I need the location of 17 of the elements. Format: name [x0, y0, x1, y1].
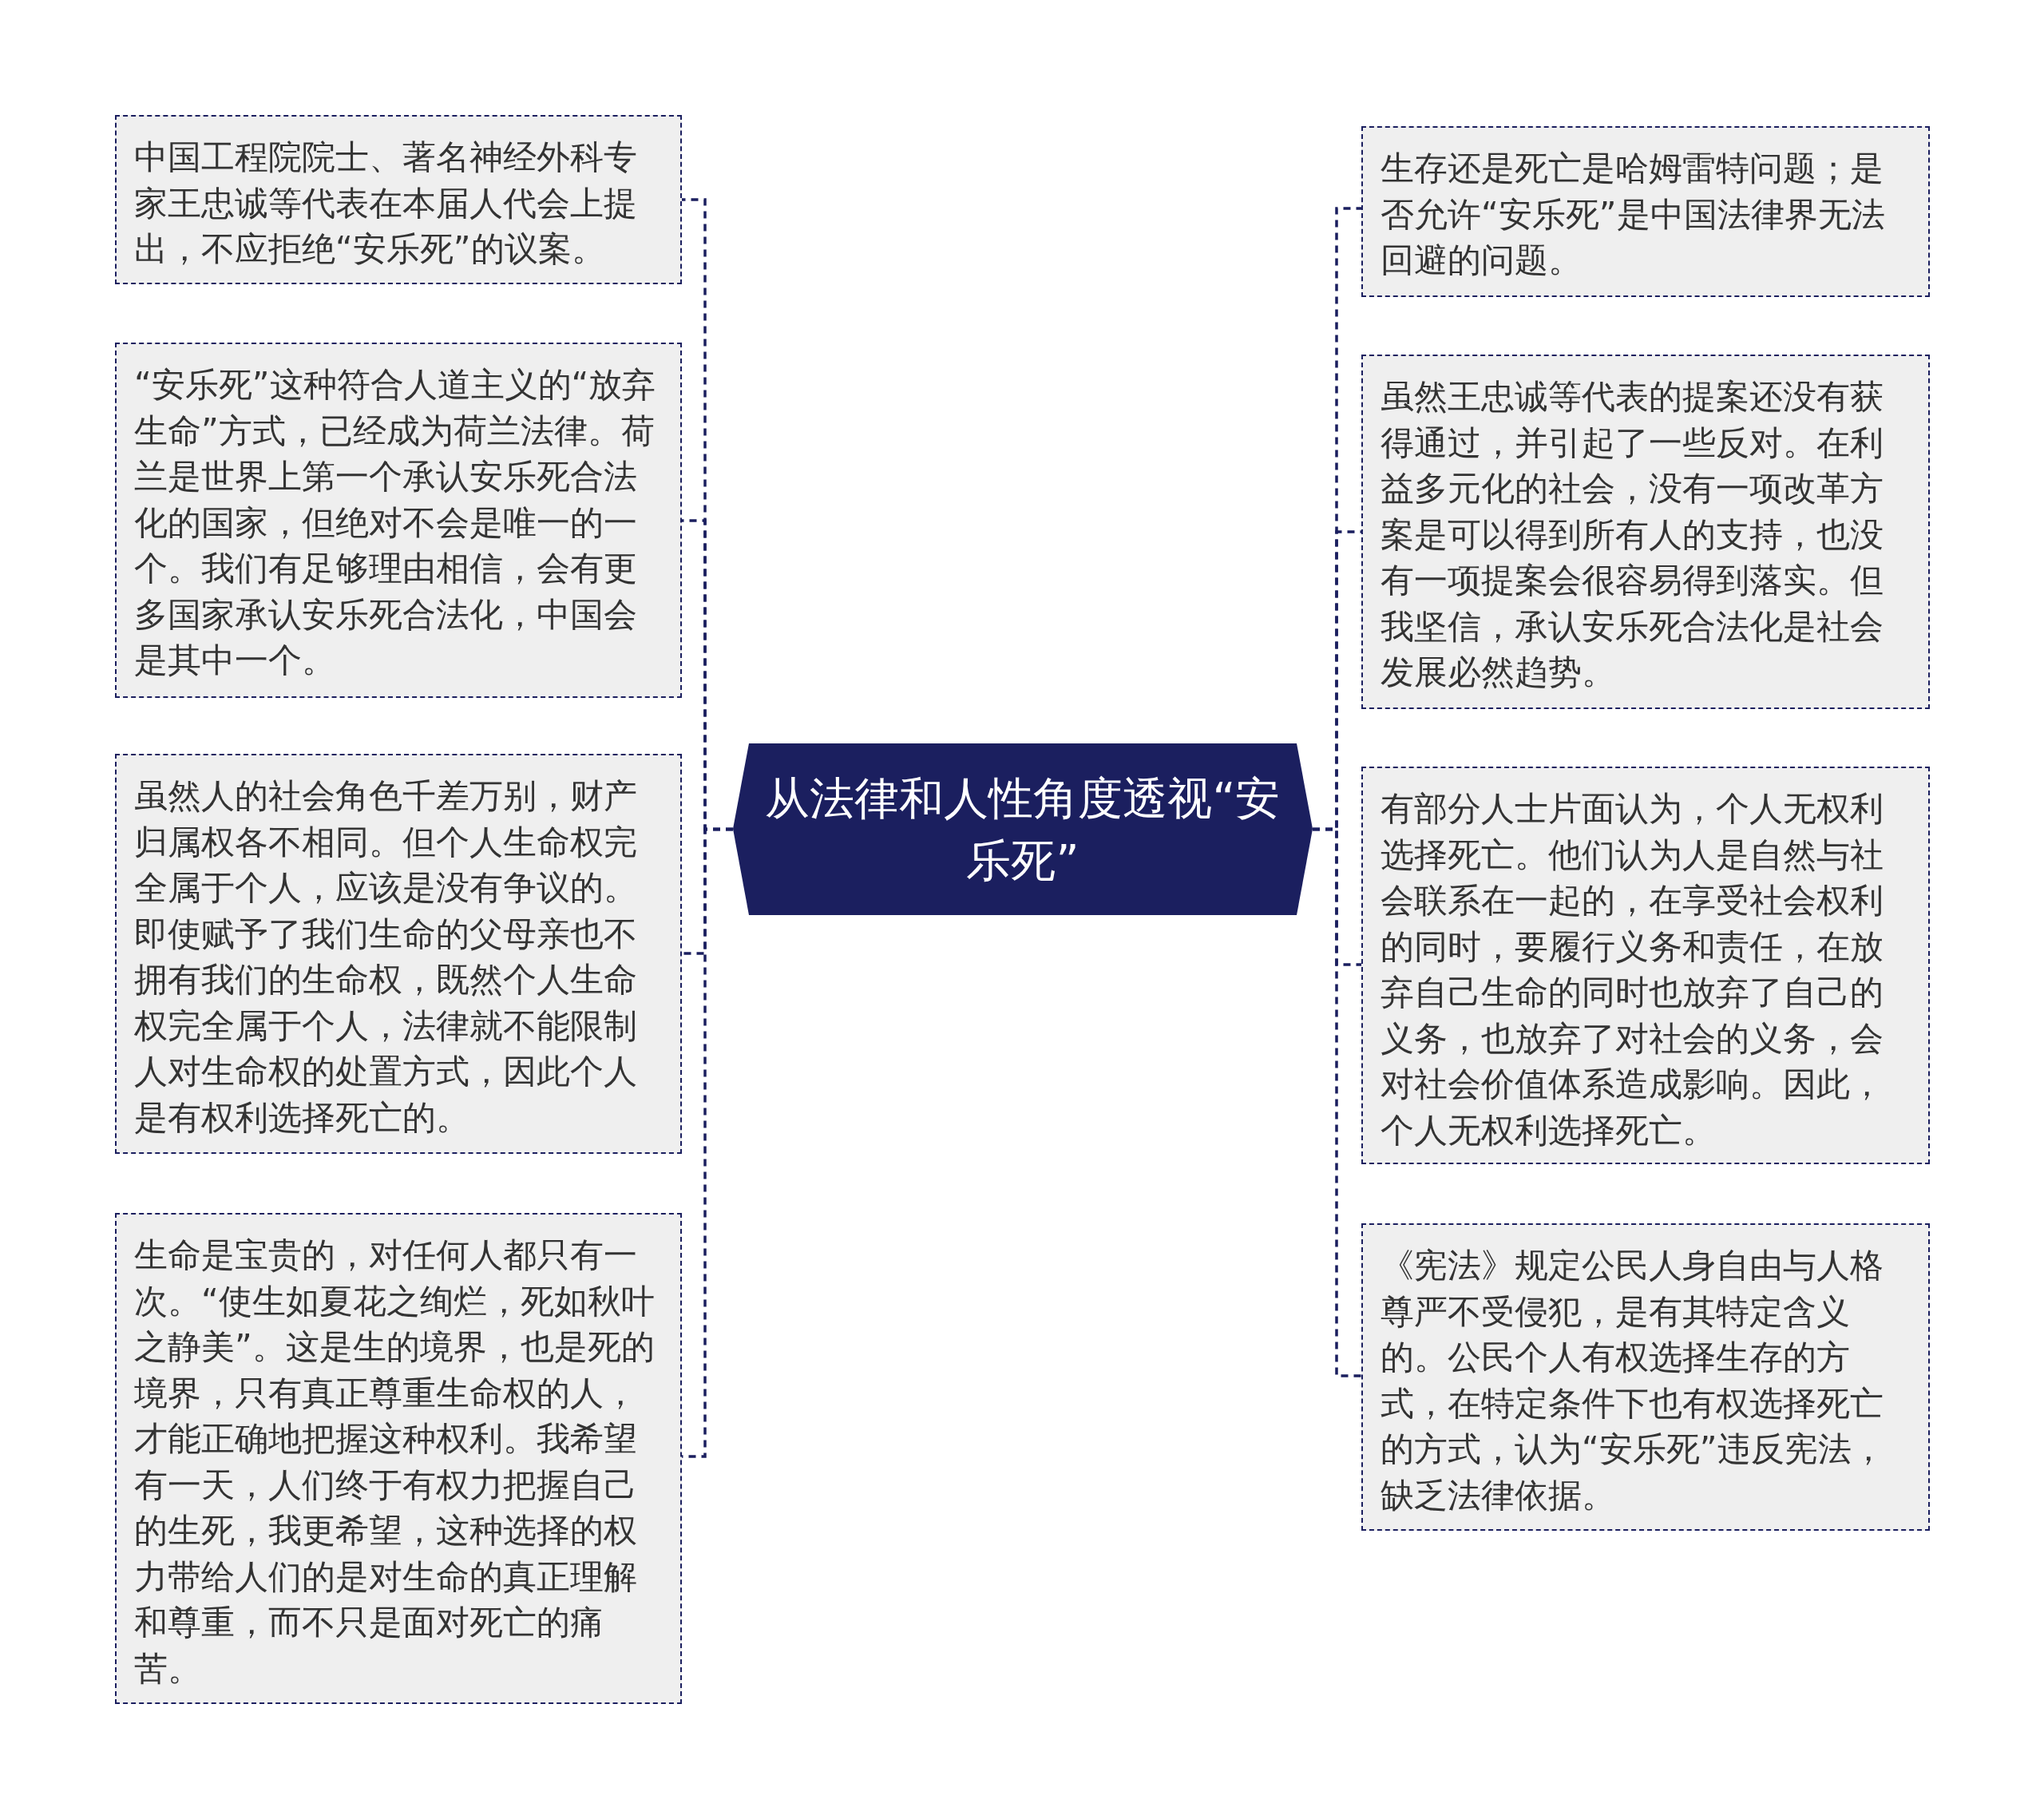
- text-box: [1361, 1223, 1930, 1531]
- connector-line: [1313, 827, 1361, 1377]
- paragraph: 《宪法》规定公民人身自由与人格尊严不受侵犯，是有其特定含义的。公民个人有权选择生存的方式，在特定条件下也有权选择死亡的方式，认为“安乐死”违反宪法，缺乏法律依据。: [1380, 1245, 1886, 1516]
- paragraph: 生命是宝贵的，对任何人都只有一次。“使生如夏花之绚烂，死如秋叶之静美”。这是生的境界，也是死的境界，只有真正尊重生命权的人，才能正确地把握这种权利。我希望有一天，人们终于有权力把握自己的生死，我更希望，这种选择的权力带给人们的是对生命的真正理解和尊重，而不只是面对死亡的痛苦。: [134, 1234, 656, 1690]
- topic-title: 从法律和人性角度透视“安乐死”: [764, 771, 1281, 888]
- text-box: [1361, 355, 1930, 709]
- paragraph: 中国工程院院士、著名神经外科专家王忠诚等代表在本届人代会上提出，不应拒绝“安乐死”的议案。: [134, 137, 638, 270]
- text-box: [1361, 126, 1930, 297]
- text-box: [115, 115, 682, 284]
- paragraph: 生存还是死亡是哈姆雷特问题；是否允许“安乐死”是中国法律界无法回避的问题。: [1380, 148, 1886, 281]
- paragraph: “安乐死”这种符合人道主义的“放弃生命”方式，已经成为荷兰法律。荷兰是世界上第一个承认安乐死合法化的国家，但绝对不会是唯一的一个。我们有足够理由相信，会有更多国家承认安乐死合法化，中国会是其中一个。: [134, 364, 657, 681]
- paragraph: 虽然王忠诚等代表的提案还没有获得通过，并引起了一些反对。在利益多元化的社会，没有一项改革方案是可以得到所有人的支持，也没有一项提案会很容易得到落实。但我坚信，承认安乐死合法化是社会发展必然趋势。: [1380, 376, 1884, 693]
- paragraph: 虽然人的社会角色千差万别，财产归属权各不相同。但个人生命权完全属于个人，应该是没有争议的。即使赋予了我们生命的父母亲也不拥有我们的生命权，既然个人生命权完全属于个人，法律就不能限制人对生命权的处置方式，因此个人是有权利选择死亡的。: [134, 775, 638, 1139]
- paragraph: 有部分人士片面认为，个人无权利选择死亡。他们认为人是自然与社会联系在一起的，在享受社会权利的同时，要履行义务和责任，在放弃自己生命的同时也放弃了自己的义务，也放弃了对社会的义务，会对社会价值体系造成影响。因此，个人无权利选择死亡。: [1380, 788, 1884, 1151]
- text-box: [115, 343, 682, 698]
- text-box: [1361, 767, 1930, 1164]
- text-box: [115, 754, 682, 1154]
